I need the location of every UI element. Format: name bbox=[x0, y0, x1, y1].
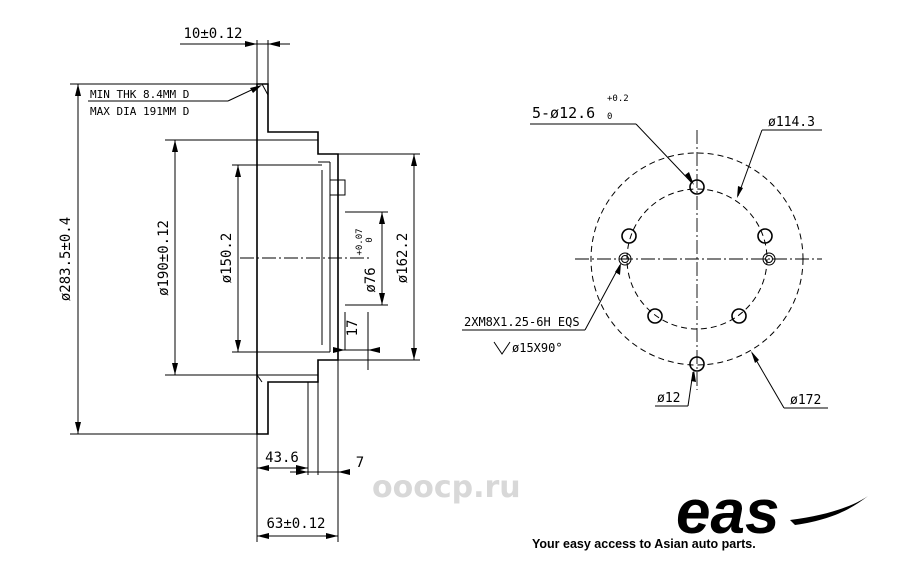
bolt-hole bbox=[621, 228, 637, 244]
arrow bbox=[751, 351, 759, 363]
dim-diameter-190: ø190±0.12 bbox=[156, 220, 172, 296]
arrow bbox=[379, 293, 385, 305]
disc-section-outline bbox=[256, 83, 339, 435]
arrow bbox=[296, 469, 308, 475]
dim-diameter-150: ø150.2 bbox=[219, 233, 235, 284]
arrow bbox=[338, 469, 350, 475]
logo-swoosh bbox=[790, 496, 868, 525]
dim-7: 7 bbox=[356, 455, 364, 471]
arrow bbox=[411, 154, 417, 166]
arrow bbox=[326, 533, 338, 539]
logo-text: eas bbox=[676, 478, 779, 547]
leader-line bbox=[635, 123, 693, 184]
leader-line bbox=[584, 264, 621, 331]
bolt-holes-tol-upper: +0.2 bbox=[607, 94, 629, 104]
arrow bbox=[411, 348, 417, 360]
arrow bbox=[235, 340, 241, 352]
dim-outer-diameter: ø283.5±0.4 bbox=[58, 217, 74, 301]
arrow bbox=[296, 465, 308, 471]
leader-line bbox=[751, 352, 785, 409]
arrow bbox=[245, 41, 257, 47]
countersink-spec: ø15X90° bbox=[512, 341, 563, 355]
bolt-hole bbox=[757, 228, 773, 244]
bolt-hole bbox=[647, 308, 663, 324]
bolt-hole bbox=[731, 308, 747, 324]
arrow bbox=[257, 533, 269, 539]
front-view: 5-ø12.6 +0.2 0 ø114.3 2XM8X1.25-6H EQS ø… bbox=[462, 94, 828, 409]
locating-hole bbox=[689, 356, 705, 372]
dim-diameter-162: ø162.2 bbox=[395, 233, 411, 284]
threaded-hole-inner bbox=[765, 255, 773, 263]
arrow bbox=[250, 85, 262, 93]
arrow bbox=[368, 347, 380, 353]
bolt-pcd-circle bbox=[626, 188, 768, 330]
arrow bbox=[268, 41, 280, 47]
thread-spec: 2XM8X1.25-6H EQS bbox=[464, 315, 580, 329]
arrow bbox=[75, 422, 81, 434]
arrow bbox=[75, 84, 81, 96]
brand-tagline: Your easy access to Asian auto parts. bbox=[532, 537, 756, 551]
min-thickness-note: MIN THK 8.4MM D bbox=[90, 88, 189, 101]
notch bbox=[261, 83, 269, 96]
arrow bbox=[685, 172, 694, 185]
dim-flange-thickness: 10±0.12 bbox=[183, 26, 242, 42]
countersink-symbol bbox=[493, 341, 511, 355]
threaded-hole bbox=[618, 252, 632, 266]
leader-line bbox=[737, 129, 763, 197]
dim-43: 43.6 bbox=[265, 450, 299, 466]
arrow bbox=[257, 465, 269, 471]
arrow bbox=[379, 212, 385, 224]
arrow bbox=[172, 363, 178, 375]
watermark-text: ooocp.ru bbox=[372, 470, 521, 505]
dim-17: 17 bbox=[345, 320, 361, 337]
bolt-hole-section bbox=[330, 179, 346, 196]
max-diameter-note: MAX DIA 191MM D bbox=[90, 105, 189, 118]
bolt-hole bbox=[689, 179, 705, 195]
pcd-label: ø114.3 bbox=[768, 115, 815, 130]
dim-center-bore-tol-upper: +0.07 bbox=[355, 228, 365, 255]
arrow bbox=[691, 370, 696, 382]
arrow bbox=[235, 165, 241, 177]
dim-center-bore: ø76 bbox=[363, 267, 379, 292]
arrow bbox=[737, 186, 743, 198]
brand-logo: eas Your easy access to Asian auto parts… bbox=[532, 478, 868, 551]
arrow bbox=[615, 263, 621, 275]
small-hole-label: ø12 bbox=[657, 391, 680, 406]
bolt-holes-tol-lower: 0 bbox=[607, 112, 612, 122]
threaded-hole bbox=[762, 252, 776, 266]
side-view: ø283.5±0.4 ø190±0.12 ø150.2 ø76 +0.07 0 … bbox=[58, 26, 420, 542]
arrow bbox=[172, 140, 178, 152]
threaded-hole-inner bbox=[621, 255, 629, 263]
dim-total-height: 63±0.12 bbox=[266, 516, 325, 532]
notch bbox=[256, 374, 263, 383]
arrow bbox=[333, 347, 345, 353]
dim-center-bore-tol-lower: 0 bbox=[365, 237, 375, 242]
outer-pcd-label: ø172 bbox=[790, 393, 821, 408]
bolt-holes-label: 5-ø12.6 bbox=[532, 104, 595, 122]
